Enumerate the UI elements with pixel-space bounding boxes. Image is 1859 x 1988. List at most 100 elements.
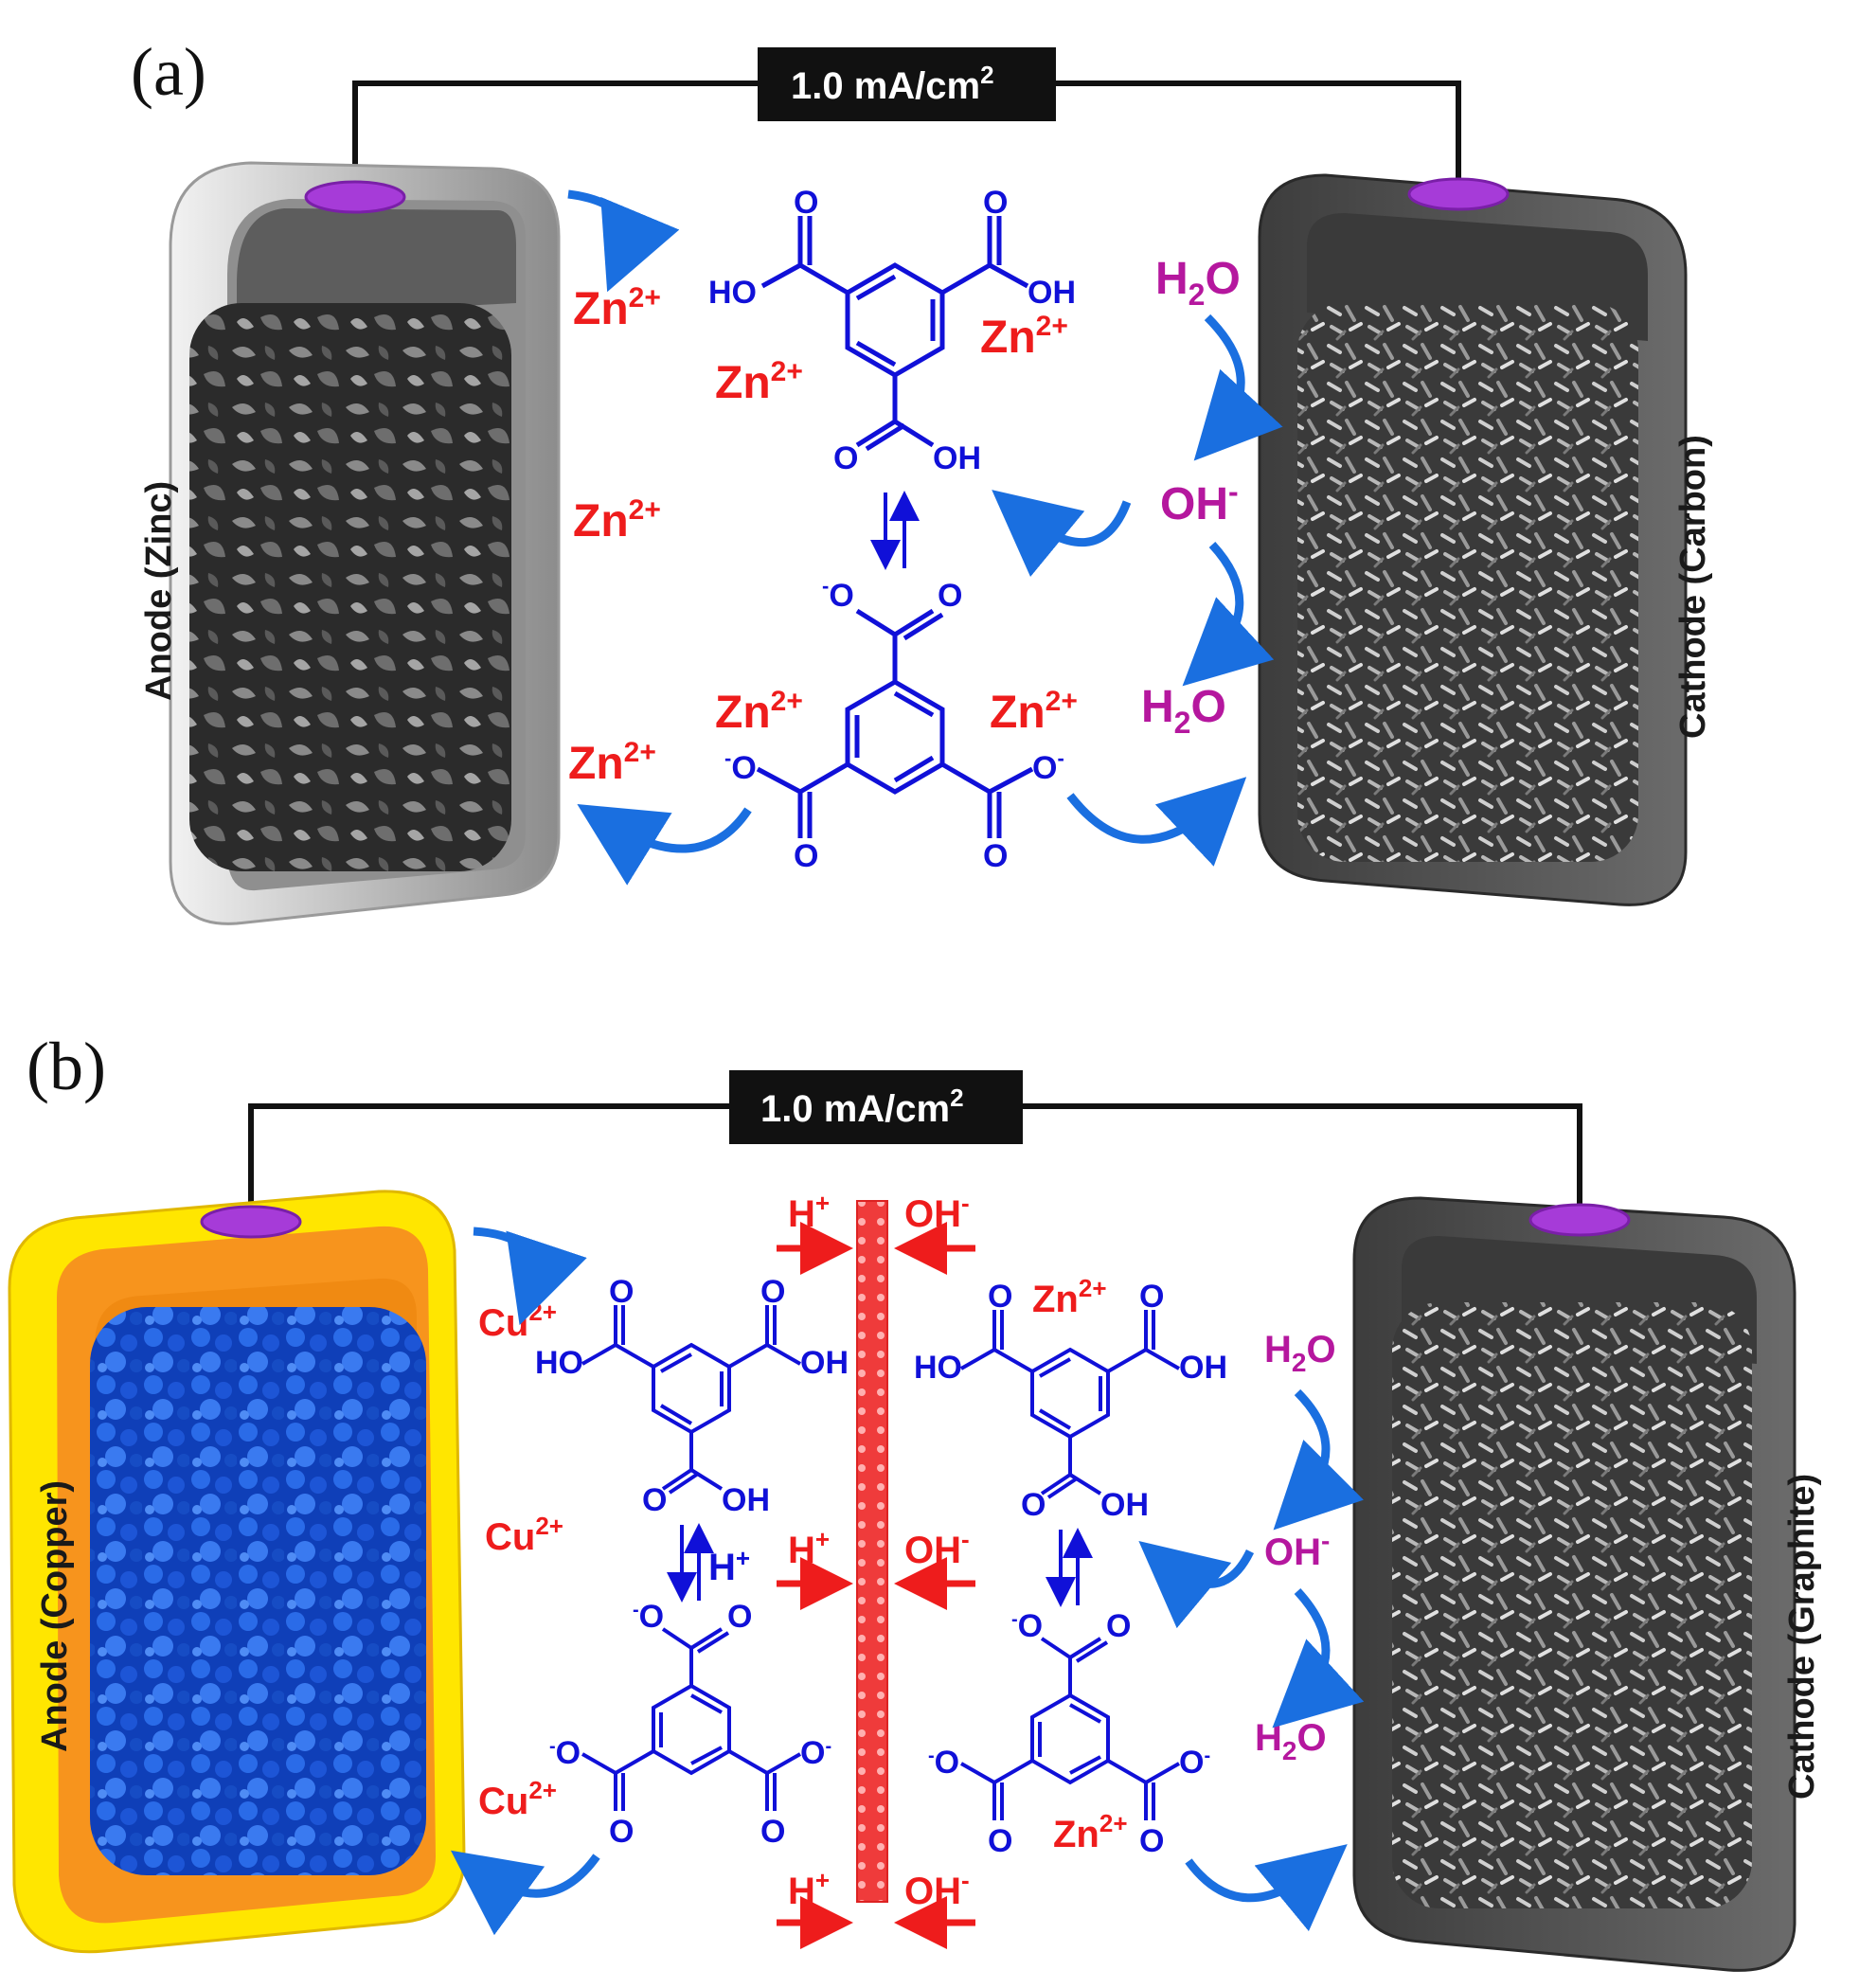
zinc-anode: Anode (Zinc) (139, 161, 561, 925)
svg-text:-O: -O (928, 1745, 959, 1781)
circuit-wire-b (248, 1103, 1582, 1222)
arrow-oh-to-linker-b (1138, 1540, 1255, 1629)
cathode-reaction-b: H2O OH- H2O (1255, 1329, 1336, 1765)
btc-acid-a (760, 216, 1029, 452)
water-1-a: H2O (1155, 254, 1241, 312)
svg-text:O: O (988, 1279, 1012, 1315)
svg-text:OH: OH (1100, 1487, 1149, 1523)
zn-ions-b: Zn2+ Zn2+ (1032, 1274, 1128, 1855)
oh-minus-2: OH- (904, 1525, 970, 1571)
oh-minus-1: OH- (904, 1189, 970, 1235)
zn-ion-b-2: Zn2+ (1053, 1809, 1128, 1855)
oh-minus-3: OH- (904, 1866, 970, 1912)
zn-ion-2: Zn2+ (573, 494, 661, 546)
zn-ion-6: Zn2+ (715, 686, 803, 738)
btc-anion-right-labels-b: -O O -O O- O O (928, 1608, 1210, 1859)
hydroxide-b: OH- (1264, 1526, 1330, 1573)
svg-text:O: O (1139, 1279, 1164, 1315)
btc-acid-labels-a: O O HO OH O OH (708, 185, 1076, 476)
arrow-linker-to-anode-a (577, 804, 752, 886)
btc-anion-left-labels-b: -O O -O O- O O (549, 1599, 831, 1850)
btc-anion-left-b (581, 1627, 801, 1811)
graphite-sem-image (1392, 1302, 1752, 1908)
btc-anion-a (756, 608, 1034, 838)
btc-acid-right-b (960, 1310, 1180, 1499)
svg-text:1.0 mA/cm2: 1.0 mA/cm2 (760, 1084, 964, 1130)
svg-text:O-: O- (1179, 1745, 1210, 1781)
anode-terminal-a (304, 180, 406, 214)
h-plus-2: H+ (788, 1525, 830, 1571)
svg-text:-O: -O (822, 574, 854, 614)
arrow-oh-to-water-a (1182, 541, 1275, 687)
cu-ion-3: Cu2+ (478, 1776, 557, 1822)
cu-ion-2: Cu2+ (485, 1512, 563, 1558)
zn-ion-b-1: Zn2+ (1032, 1274, 1107, 1320)
cathode-terminal-b (1528, 1203, 1631, 1237)
panel-b: (b) 1.0 mA/cm2 Anode (Copper) Cathode (G… (8, 1029, 1822, 1972)
cathode-label-a: Cathode (Carbon) (1673, 435, 1713, 739)
svg-text:HO: HO (914, 1350, 962, 1386)
svg-text:O: O (983, 838, 1008, 874)
flow-arrows-b (450, 1227, 1365, 1936)
svg-text:-O: -O (1011, 1608, 1043, 1644)
zn-ion-1: Zn2+ (573, 282, 661, 334)
arrow-linker-to-anode-b (450, 1850, 600, 1936)
svg-text:HO: HO (708, 275, 757, 311)
svg-text:O: O (938, 578, 962, 614)
zn-ions-anode-a: Zn2+ Zn2+ Zn2+ Zn2+ Zn2+ Zn2+ Zn2+ (568, 282, 1078, 789)
arrow-water-to-oh-b (1273, 1388, 1365, 1531)
cathode-label-b: Cathode (Graphite) (1782, 1474, 1822, 1800)
anode-label-a: Anode (Zinc) (139, 481, 179, 701)
graphite-cathode: Cathode (Graphite) (1352, 1196, 1822, 1972)
svg-text:O: O (1106, 1608, 1131, 1644)
cathode-terminal-a (1407, 177, 1510, 211)
svg-text:-O: -O (633, 1599, 664, 1635)
equilibrium-arrows-right-b (1046, 1528, 1093, 1607)
water-1-b: H2O (1264, 1329, 1336, 1377)
current-label-a: 1.0 mA/cm (791, 65, 980, 107)
cathode-reaction-a: H2O OH- H2O (1141, 254, 1241, 740)
copper-sem-image (90, 1307, 426, 1875)
carbon-cathode: Cathode (Carbon) (1258, 173, 1713, 906)
svg-text:O: O (760, 1814, 785, 1850)
svg-text:O: O (983, 185, 1008, 221)
svg-text:O: O (609, 1814, 634, 1850)
arrow-linker-to-cathode-a (1066, 777, 1247, 867)
arrow-cu-release-b (473, 1227, 587, 1326)
btc-acid-right-labels-b: O O HO OH O OH (914, 1279, 1227, 1523)
btc-anion-right-b (960, 1637, 1180, 1820)
flow-arrows-a (567, 189, 1283, 886)
svg-text:OH: OH (1179, 1350, 1227, 1386)
h-plus-3: H+ (788, 1866, 830, 1912)
svg-text:O: O (642, 1482, 667, 1518)
zn-ion-3: Zn2+ (568, 737, 656, 789)
btc-anion-labels-a: -O O -O O- O O (724, 574, 1064, 874)
membrane-arrows (777, 1222, 975, 1949)
svg-text:O-: O- (800, 1735, 831, 1771)
hydroxide-a: OH- (1160, 475, 1239, 529)
carbon-sem-image (1297, 303, 1638, 862)
svg-text:O: O (1139, 1823, 1164, 1859)
zn-ion-7: Zn2+ (990, 686, 1078, 738)
current-box-a (758, 47, 1056, 121)
svg-text:-O: -O (724, 746, 757, 786)
svg-text:O: O (760, 1274, 785, 1310)
svg-text:HO: HO (535, 1345, 583, 1381)
svg-text:O: O (833, 440, 858, 476)
cu-ion-1: Cu2+ (478, 1298, 557, 1344)
panel-a: (a) 1.0 mA/cm2 Anode (Zinc) Cathode (Car… (131, 34, 1713, 925)
svg-text:OH: OH (1028, 275, 1076, 311)
svg-text:O: O (727, 1599, 752, 1635)
current-label-b: 1.0 mA/cm (760, 1088, 950, 1130)
arrow-zn-release-a (567, 189, 680, 293)
anode-label-b: Anode (Copper) (35, 1480, 75, 1752)
water-2-b: H2O (1255, 1717, 1327, 1765)
svg-text:O: O (1021, 1487, 1046, 1523)
panel-b-label: (b) (27, 1029, 106, 1104)
current-sup-b: 2 (950, 1084, 963, 1112)
current-sup-a: 2 (980, 61, 993, 89)
equilibrium-arrows-left-b (667, 1523, 714, 1603)
svg-text:O: O (794, 838, 818, 874)
current-box-b (729, 1070, 1023, 1144)
svg-text:OH: OH (722, 1482, 770, 1518)
